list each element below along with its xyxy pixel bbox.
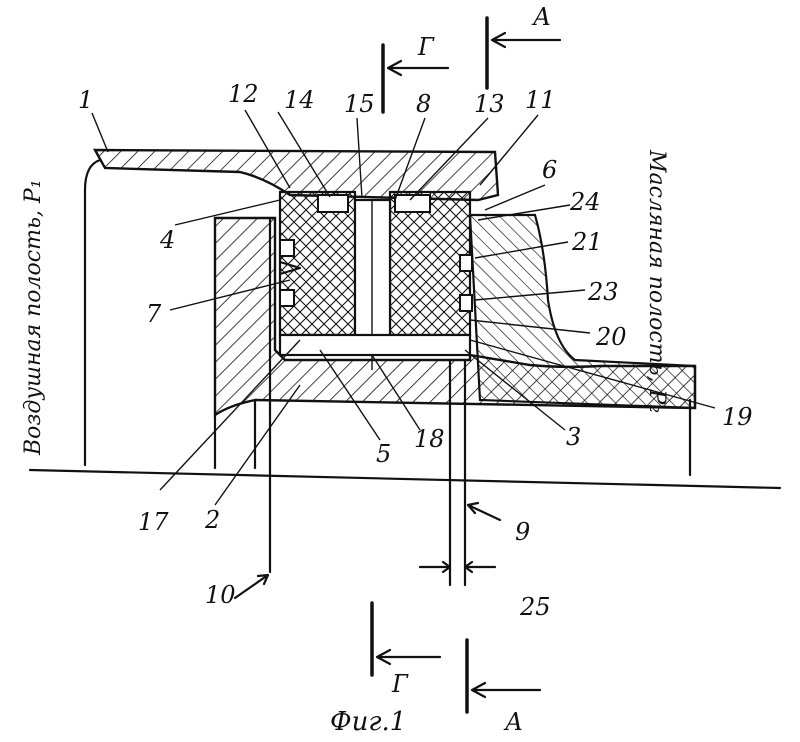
section-a-top-arrow [492,33,560,47]
label-24: 24 [569,188,601,216]
part-21-groove [460,255,472,271]
label-25: 25 [519,593,551,621]
label-5: 5 [376,440,391,468]
arrow-10 [235,575,268,598]
part-7-groove-upper [280,240,294,256]
part-5-sleeve [280,335,470,355]
air-cavity-wall [85,160,100,465]
label-7: 7 [146,300,162,328]
label-23: 23 [587,278,619,306]
label-3: 3 [566,423,581,451]
label-20: 20 [595,323,627,351]
label-10: 10 [205,581,236,609]
label-15: 15 [344,90,375,118]
part-14-groove [318,195,348,212]
oil-cavity-label: Масляная полость, P₂ [644,149,669,413]
section-a-bottom-label: А [503,708,523,736]
section-g-bottom-arrow [377,650,440,664]
label-17: 17 [138,508,169,536]
label-21: 21 [571,228,603,256]
arrow-9 [468,503,500,520]
section-a-top-label: А [531,3,551,31]
label-14: 14 [284,86,315,114]
label-19: 19 [722,403,753,431]
section-g-bottom-label: Г [391,670,409,698]
dim-25-arrow-left [420,562,450,572]
label-8: 8 [416,90,431,118]
label-2: 2 [204,506,220,534]
label-12: 12 [228,80,259,108]
part-7-groove-lower [280,290,294,306]
label-9: 9 [515,518,530,546]
section-g-top-arrow [388,61,448,75]
axis-line [30,470,780,488]
figure-caption: Фиг.1 [330,707,406,737]
section-a-bottom-arrow [472,683,540,697]
label-4: 4 [159,226,175,254]
part-23-groove [460,295,472,311]
label-1: 1 [78,86,93,114]
label-6: 6 [542,156,557,184]
section-g-top-label: Г [417,33,435,61]
seal-ring-left [280,192,355,335]
seal-ring-right [390,192,470,335]
label-11: 11 [525,86,556,114]
label-18: 18 [414,425,445,453]
label-13: 13 [474,90,505,118]
dim-25-arrow-right [465,562,495,572]
air-cavity-label: Воздушная полость, P₁ [21,179,46,456]
